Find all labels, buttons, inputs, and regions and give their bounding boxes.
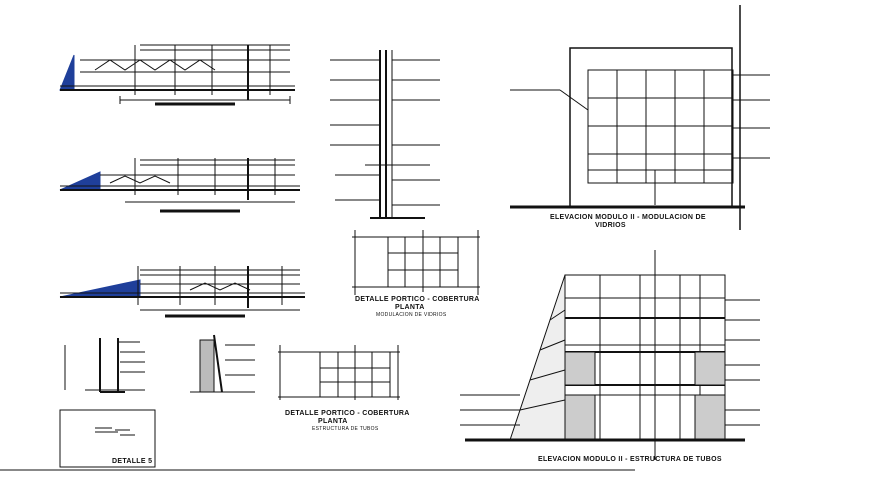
- label-detalle-portico-cobertura: DETALLE PORTICO - COBERTURA: [355, 296, 480, 303]
- label-planta-2: PLANTA: [318, 418, 348, 425]
- column-section-detail: [330, 50, 440, 219]
- label-detalle-portico-cobertura-2: DETALLE PORTICO - COBERTURA: [285, 410, 410, 417]
- wall-detail-b: [190, 334, 255, 393]
- label-elevacion-modulo-ii-modulacion: ELEVACION MODULO II - MODULACION DE: [550, 214, 706, 221]
- wall-detail-a: [64, 338, 145, 393]
- label-modulacion-de-vidrios: MODULACION DE VIDRIOS: [376, 312, 447, 318]
- detail-5-frame: [59, 409, 156, 468]
- section-drawing-3: [59, 266, 305, 318]
- label-elevacion-modulo-ii-estructura: ELEVACION MODULO II - ESTRUCTURA DE TUBO…: [538, 456, 722, 463]
- elevation-tube-structure: [460, 250, 760, 460]
- portico-plan-upper: [352, 230, 480, 295]
- portico-plan-lower: [278, 345, 400, 400]
- label-planta-1: PLANTA: [395, 304, 425, 311]
- label-detalle-5: DETALLE 5: [112, 458, 153, 465]
- elevation-glass-modulation: [510, 5, 770, 230]
- label-vidrios: VIDRIOS: [595, 222, 626, 229]
- section-drawing-1: [59, 44, 295, 106]
- label-estructura-de-tubos: ESTRUCTURA DE TUBOS: [312, 426, 379, 432]
- section-drawing-2: [59, 158, 300, 213]
